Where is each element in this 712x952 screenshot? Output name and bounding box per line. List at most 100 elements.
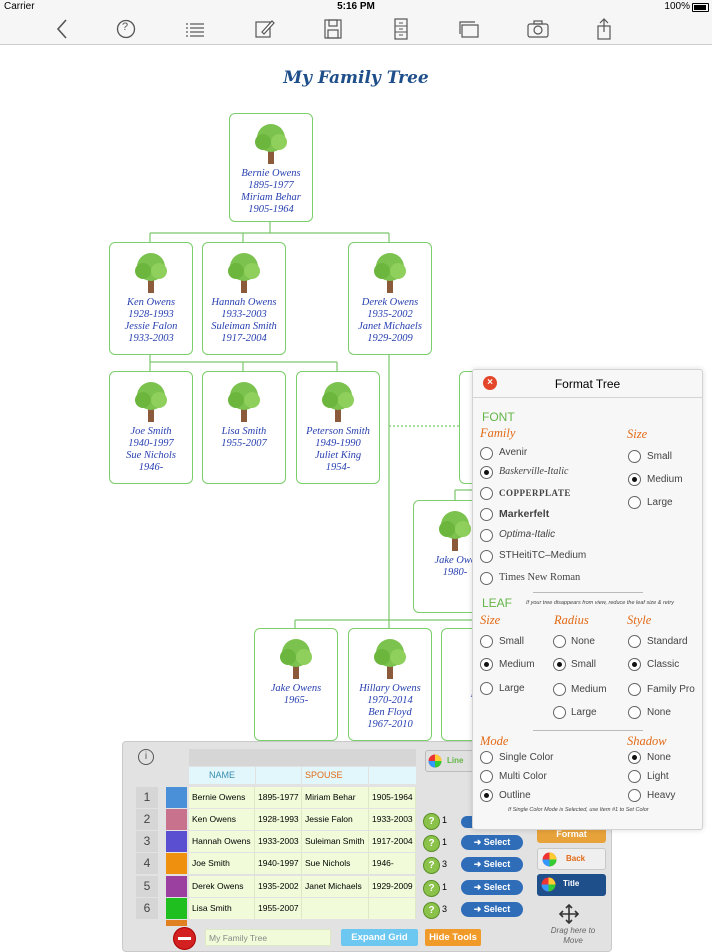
- column-header-name[interactable]: NAME: [189, 767, 255, 784]
- tree-node[interactable]: Hannah Owens 1933-2003 Suleiman Smith 19…: [202, 242, 286, 355]
- spouse-cell[interactable]: Miriam Behar: [302, 787, 369, 808]
- radio-icon[interactable]: [480, 770, 493, 783]
- help-icon[interactable]: ?: [423, 880, 440, 897]
- radio-icon[interactable]: [628, 789, 641, 802]
- name-cell[interactable]: Lisa Smith: [189, 898, 255, 919]
- cabinet-icon[interactable]: [388, 17, 414, 41]
- name-cell[interactable]: Ken Owens: [189, 809, 255, 830]
- radio-icon[interactable]: [480, 751, 493, 764]
- share-icon[interactable]: [591, 17, 617, 41]
- info-icon[interactable]: i: [138, 749, 154, 765]
- radio-icon[interactable]: [628, 706, 641, 719]
- radio-icon[interactable]: [628, 751, 641, 764]
- radio-icon[interactable]: [480, 635, 493, 648]
- dates-cell[interactable]: 1928-1993: [255, 809, 302, 830]
- spouse-dates-cell[interactable]: 1917-2004: [369, 831, 416, 852]
- tree-node[interactable]: Joe Smith 1940-1997 Sue Nichols 1946-: [109, 371, 193, 484]
- help-icon[interactable]: ?: [113, 17, 139, 41]
- radio-icon[interactable]: [480, 682, 493, 695]
- radio-icon[interactable]: [480, 529, 493, 542]
- spouse-cell[interactable]: Janet Michaels: [302, 876, 369, 897]
- spouse-cell[interactable]: Sue Nichols: [302, 853, 369, 874]
- radio-icon[interactable]: [628, 658, 641, 671]
- name-cell[interactable]: Joe Smith: [189, 853, 255, 874]
- radio-icon[interactable]: [628, 496, 641, 509]
- select-button[interactable]: ➜ Select: [461, 835, 523, 850]
- help-icon[interactable]: ?: [423, 902, 440, 919]
- list-icon[interactable]: [182, 17, 208, 41]
- radio-icon[interactable]: [553, 683, 566, 696]
- dates-cell[interactable]: 1933-2003: [255, 831, 302, 852]
- dates-cell[interactable]: 1935-2002: [255, 876, 302, 897]
- windows-icon[interactable]: [456, 17, 482, 41]
- camera-icon[interactable]: [525, 17, 551, 41]
- expand-grid-button[interactable]: Expand Grid: [341, 929, 418, 946]
- back-chevron-icon[interactable]: [50, 17, 76, 41]
- radio-icon[interactable]: [480, 658, 493, 671]
- spouse-cell[interactable]: [302, 898, 369, 919]
- dates-cell[interactable]: 1895-1977: [255, 787, 302, 808]
- radio-icon[interactable]: [628, 450, 641, 463]
- name-cell[interactable]: Derek Owens: [189, 876, 255, 897]
- tree-title-input[interactable]: My Family Tree: [205, 929, 331, 946]
- radio-icon[interactable]: [628, 473, 641, 486]
- tree-node[interactable]: Jake Owens 1965-: [254, 628, 338, 741]
- name-cell[interactable]: Hannah Owens: [189, 831, 255, 852]
- tree-node[interactable]: Ken Owens 1928-1993 Jessie Falon 1933-20…: [109, 242, 193, 355]
- row-color-swatch[interactable]: [166, 809, 187, 830]
- select-button[interactable]: ➜ Select: [461, 902, 523, 917]
- radio-icon[interactable]: [480, 550, 493, 563]
- radio-icon[interactable]: [553, 706, 566, 719]
- dates-cell[interactable]: 1940-1997: [255, 853, 302, 874]
- name-cell[interactable]: Bernie Owens: [189, 787, 255, 808]
- close-icon[interactable]: ×: [483, 376, 497, 390]
- radio-icon[interactable]: [628, 683, 641, 696]
- spouse-dates-cell[interactable]: 1929-2009: [369, 876, 416, 897]
- help-icon[interactable]: ?: [423, 813, 440, 830]
- row-color-swatch[interactable]: [166, 876, 187, 897]
- delete-icon[interactable]: [173, 927, 196, 950]
- tree-node[interactable]: Hillary Owens 1970-2014 Ben Floyd 1967-2…: [348, 628, 432, 741]
- radio-icon[interactable]: [628, 635, 641, 648]
- radio-icon[interactable]: [480, 466, 493, 479]
- radio-icon[interactable]: [553, 658, 566, 671]
- hide-tools-button[interactable]: Hide Tools: [425, 929, 481, 946]
- title-button[interactable]: Title: [537, 874, 606, 896]
- tree-title[interactable]: My Family Tree: [283, 68, 429, 88]
- radio-icon[interactable]: [480, 572, 493, 585]
- spouse-dates-cell[interactable]: [369, 898, 416, 919]
- tree-node[interactable]: Lisa Smith 1955-2007: [202, 371, 286, 484]
- row-color-swatch[interactable]: [166, 831, 187, 852]
- spouse-dates-cell[interactable]: 1905-1964: [369, 787, 416, 808]
- radio-icon[interactable]: [480, 789, 493, 802]
- select-button[interactable]: ➜ Select: [461, 880, 523, 895]
- help-icon[interactable]: ?: [423, 835, 440, 852]
- tree-node[interactable]: Peterson Smith 1949-1990 Juliet King 195…: [296, 371, 380, 484]
- dates-cell[interactable]: 1955-2007: [255, 898, 302, 919]
- row-color-swatch[interactable]: [166, 787, 187, 808]
- radio-icon[interactable]: [480, 508, 493, 521]
- line-button[interactable]: Line: [425, 750, 474, 772]
- help-icon[interactable]: ?: [423, 857, 440, 874]
- select-button-label: Select: [483, 882, 511, 892]
- row-color-swatch[interactable]: [166, 898, 187, 919]
- save-icon[interactable]: [320, 17, 346, 41]
- edit-icon[interactable]: [251, 17, 277, 41]
- radio-icon[interactable]: [480, 447, 493, 460]
- select-button[interactable]: ➜ Select: [461, 857, 523, 872]
- spouse-dates-cell[interactable]: 1933-2003: [369, 809, 416, 830]
- move-icon[interactable]: [558, 903, 580, 925]
- row-color-swatch[interactable]: [166, 853, 187, 874]
- format-button[interactable]: Format: [537, 826, 606, 843]
- tree-node[interactable]: Derek Owens 1935-2002 Janet Michaels 192…: [348, 242, 432, 355]
- row-color-swatch[interactable]: [166, 920, 187, 926]
- spouse-cell[interactable]: Suleiman Smith: [302, 831, 369, 852]
- tree-node[interactable]: Bernie Owens 1895-1977 Miriam Behar 1905…: [229, 113, 313, 222]
- radio-icon[interactable]: [553, 635, 566, 648]
- back-button[interactable]: Back: [537, 848, 606, 870]
- radio-icon[interactable]: [480, 487, 493, 500]
- spouse-dates-cell[interactable]: 1946-: [369, 853, 416, 874]
- column-header-spouse[interactable]: SPOUSE: [302, 767, 368, 784]
- spouse-cell[interactable]: Jessie Falon: [302, 809, 369, 830]
- radio-icon[interactable]: [628, 770, 641, 783]
